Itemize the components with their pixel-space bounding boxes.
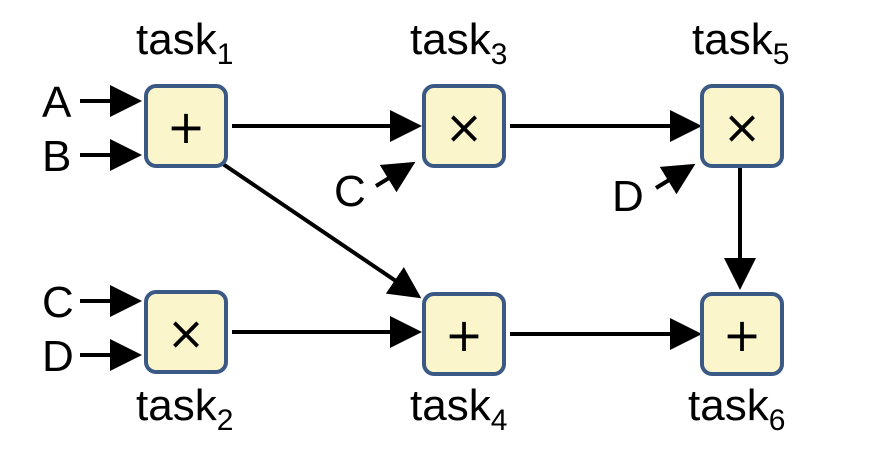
task-node-1: + task1 [136, 15, 233, 168]
task-label: task1 [136, 15, 233, 71]
task-label: task3 [410, 15, 507, 71]
input-label-c-task2: C [42, 278, 74, 327]
task-node-4: + task4 [410, 292, 507, 437]
input-arrows [80, 85, 696, 371]
task-node-3: × task3 [410, 15, 507, 168]
edges [218, 110, 756, 350]
task-label: task6 [688, 381, 785, 437]
edge-task1-task4 [218, 160, 422, 299]
input-label-b: B [42, 132, 71, 181]
task-box [422, 84, 506, 168]
input-arrow-d-task5 [654, 163, 696, 195]
operator-symbol: + [723, 308, 762, 362]
input-arrow-c-task3 [374, 161, 416, 193]
task-label: task4 [410, 381, 507, 437]
input-label-d-task2: D [42, 332, 74, 381]
task-box [422, 292, 506, 376]
task-node-6: + task6 [688, 292, 785, 437]
operator-symbol: + [445, 308, 484, 362]
input-label-d-task5: D [612, 172, 644, 221]
task-box [144, 290, 228, 374]
operator-symbol: × [167, 306, 206, 360]
input-labels: A B C D C D [42, 78, 644, 381]
task-box [144, 84, 228, 168]
task-node-2: × task2 [136, 290, 233, 437]
task-box [700, 292, 784, 376]
input-label-a: A [42, 78, 72, 127]
task-label: task2 [136, 381, 233, 437]
task-label: task5 [692, 15, 789, 71]
task-box [700, 84, 784, 168]
input-label-c-task3: C [334, 167, 366, 216]
task-node-5: × task5 [692, 15, 789, 168]
operator-symbol: + [167, 100, 206, 154]
operator-symbol: × [723, 100, 762, 154]
operator-symbol: × [445, 100, 484, 154]
